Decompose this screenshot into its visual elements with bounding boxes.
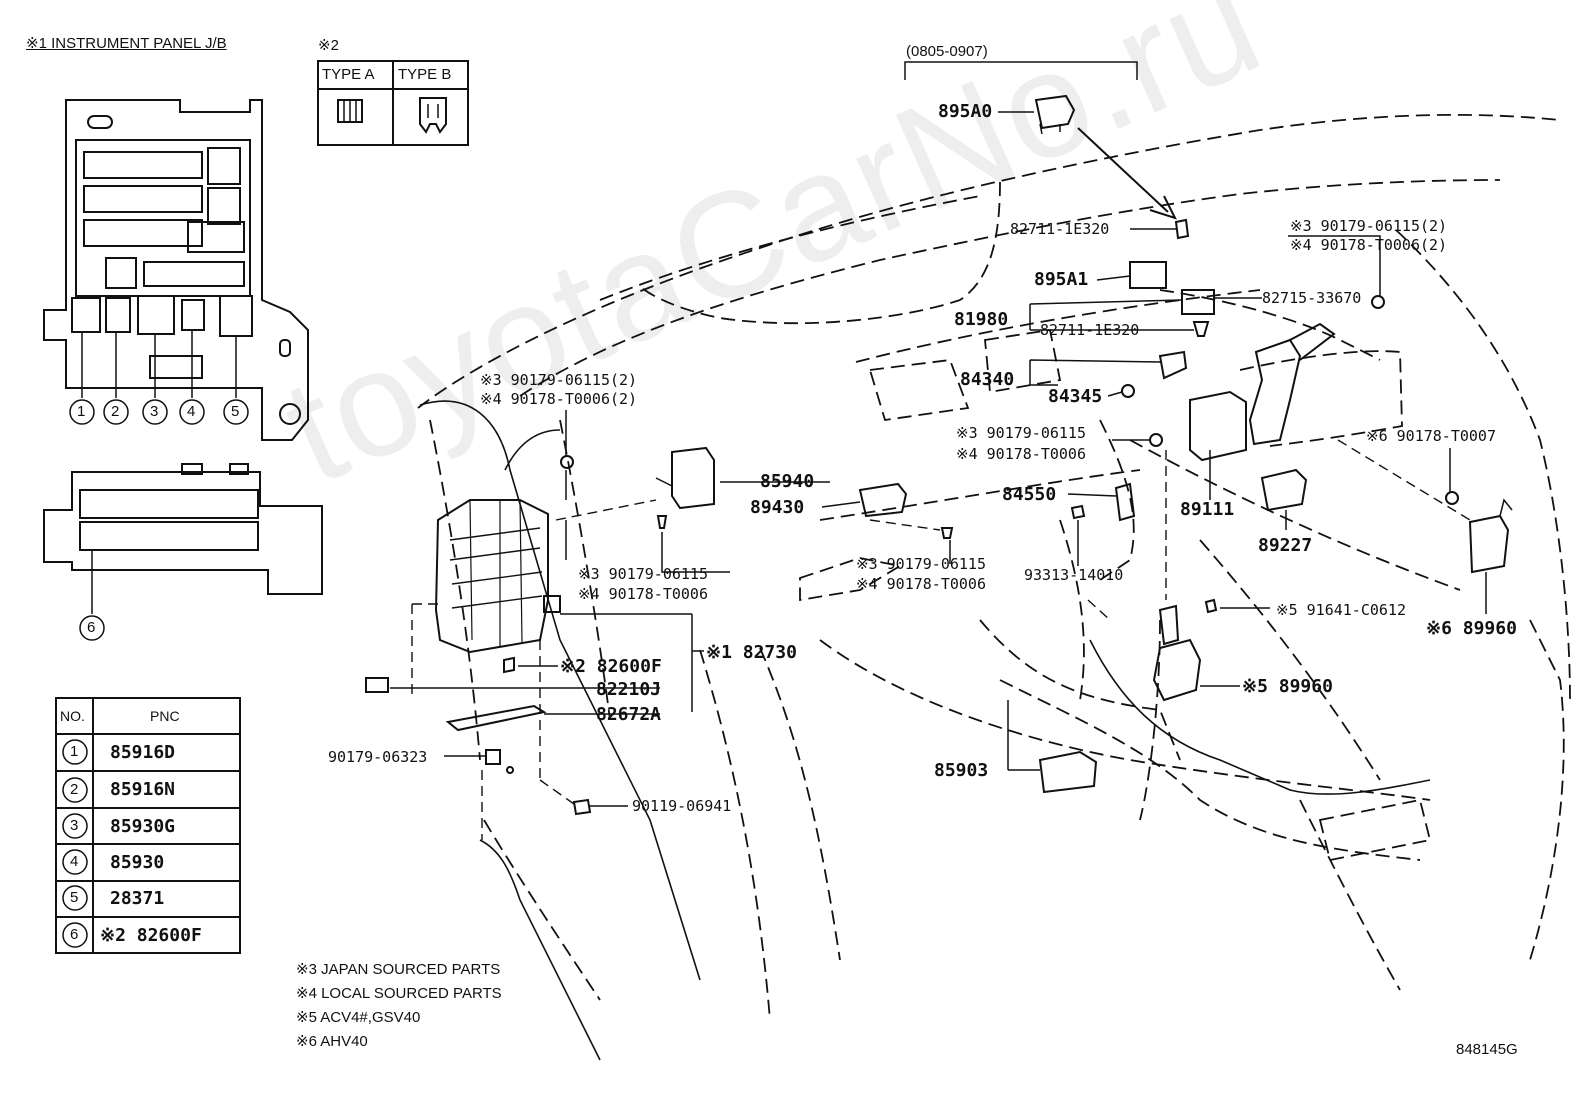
part-label-81980: 81980: [954, 309, 1009, 330]
part-label-90179-left: ※3 90179-06115(2): [480, 371, 638, 389]
pnc-row-line: [55, 843, 241, 845]
pnc-table: [55, 697, 241, 954]
part-label-89960-ahv40: ※6 89960: [1426, 618, 1517, 639]
note-japan-sourced: ※3 JAPAN SOURCED PARTS: [296, 961, 501, 978]
note-local-sourced: ※4 LOCAL SOURCED PARTS: [296, 985, 502, 1002]
part-label-895a1: 895A1: [1034, 269, 1089, 290]
date-range: (0805-0907): [906, 43, 988, 60]
jb-title: ※1 INSTRUMENT PANEL J/B: [26, 35, 227, 52]
part-label-90179-right: ※3 90179-06115(2): [1290, 217, 1448, 235]
pnc-row-no: 4: [70, 853, 79, 870]
pnc-row-no: 3: [70, 817, 79, 834]
jb-slot-oval: [87, 115, 113, 129]
note-acv4-gsv40: ※5 ACV4#,GSV40: [296, 1009, 421, 1026]
part-label-82672a: 82672A: [596, 704, 662, 725]
pnc-header-pnc: PNC: [150, 708, 180, 724]
note-ahv40: ※6 AHV40: [296, 1033, 368, 1050]
type-b-header-cell: [392, 60, 469, 90]
part-label-89227: 89227: [1258, 535, 1313, 556]
pnc-row-value: 28371: [110, 888, 165, 909]
fuse-no-3: 3: [150, 403, 159, 420]
fuse-no-6: 6: [87, 619, 96, 636]
type-a-label: TYPE A: [322, 66, 375, 83]
fuse-no-4: 4: [187, 403, 196, 420]
part-label-89430: 89430: [750, 497, 805, 518]
fuse-slot-2: [105, 297, 131, 333]
part-label-82711-top: 82711-1E320: [1010, 220, 1110, 238]
part-label-89111: 89111: [1180, 499, 1235, 520]
pnc-row-no: 5: [70, 889, 79, 906]
part-label-82711-mid: 82711-1E320: [1040, 321, 1140, 339]
part-label-895a0: 895A0: [938, 101, 993, 122]
fuse-slot-4: [181, 299, 205, 331]
pnc-row-no: 6: [70, 926, 79, 943]
part-label-85903: 85903: [934, 760, 989, 781]
pnc-row-line: [55, 807, 241, 809]
pnc-row-value: 85930: [110, 852, 165, 873]
fuse-no-1: 1: [77, 403, 86, 420]
part-label-82730: ※1 82730: [706, 642, 797, 663]
jb-top-outline: [43, 99, 309, 441]
type-table-divider: [392, 88, 394, 146]
pnc-row-line: [55, 733, 241, 735]
pnc-row-line: [55, 770, 241, 772]
main-jb-drawing: [434, 499, 549, 654]
pnc-row-no: 2: [70, 781, 79, 798]
jb-side-outline: [43, 471, 323, 595]
part-label-82600f: ※2 82600F: [560, 656, 662, 677]
part-label-84550: 84550: [1002, 484, 1057, 505]
part-label-91641: ※5 91641-C0612: [1276, 601, 1406, 619]
part-label-90178-t0007: ※6 90178-T0007: [1366, 427, 1496, 445]
part-label-90179-06323: 90179-06323: [328, 748, 428, 766]
type-b-label: TYPE B: [398, 66, 452, 83]
fuse-no-5: 5: [231, 403, 240, 420]
part-label-90178-mid2: ※4 90178-T0006: [856, 575, 986, 593]
part-label-89960-acv4: ※5 89960: [1242, 676, 1333, 697]
part-label-90178-left: ※4 90178-T0006(2): [480, 390, 638, 408]
part-label-82715: 82715-33670: [1262, 289, 1362, 307]
pnc-row-line: [55, 916, 241, 918]
pnc-table-col-divider: [92, 697, 94, 954]
pnc-row-value: 85916N: [110, 779, 176, 800]
pnc-header-no: NO.: [60, 708, 85, 724]
pnc-row-value: ※2 82600F: [100, 925, 202, 946]
pnc-row-line: [55, 880, 241, 882]
part-label-90179-mid2: ※3 90179-06115: [856, 555, 986, 573]
part-label-90178-lower: ※4 90178-T0006: [578, 585, 708, 603]
part-label-90119: 90119-06941: [632, 797, 732, 815]
part-label-84340: 84340: [960, 369, 1015, 390]
pnc-row-value: 85916D: [110, 742, 176, 763]
drawing-code: 848145G: [1456, 1041, 1518, 1058]
part-label-84345: 84345: [1048, 386, 1103, 407]
type-note: ※2: [318, 37, 339, 54]
part-label-90179-lower: ※3 90179-06115: [578, 565, 708, 583]
part-label-90179-center: ※3 90179-06115: [956, 424, 1086, 442]
fuse-slot-1: [71, 297, 101, 333]
part-label-93313: 93313-14010: [1024, 566, 1124, 584]
pnc-row-value: 85930G: [110, 816, 176, 837]
fuse-slot-3: [137, 295, 175, 335]
pnc-row-no: 1: [70, 743, 79, 760]
fuse-no-2: 2: [111, 403, 120, 420]
part-label-85940: 85940: [760, 471, 815, 492]
part-label-82210j: 82210J: [596, 679, 662, 700]
part-label-90178-right: ※4 90178-T0006(2): [1290, 236, 1448, 254]
part-label-90178-center: ※4 90178-T0006: [956, 445, 1086, 463]
